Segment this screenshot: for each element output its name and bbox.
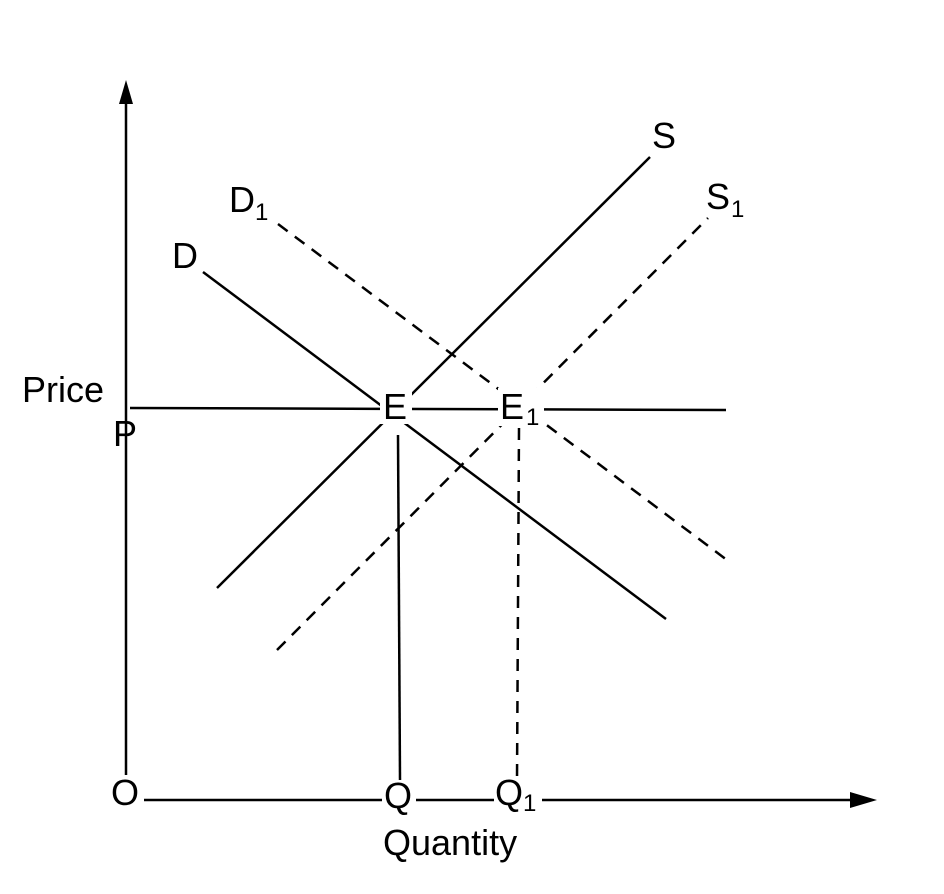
y-axis-label: Price	[22, 369, 104, 410]
supply-curve	[216, 156, 651, 589]
supply-label: S	[652, 115, 676, 156]
shifted-supply-curve	[276, 217, 709, 651]
quantity-q1-label-main: Q	[495, 772, 523, 813]
new-equilibrium-label-sub: 1	[526, 404, 539, 431]
y-axis-arrow-icon	[119, 80, 133, 104]
new-equilibrium-label: E 1	[500, 386, 539, 431]
shifted-demand-label-main: D	[229, 179, 255, 220]
quantity-q1-label: Q 1	[495, 772, 536, 817]
shifted-demand-label: D 1	[229, 179, 268, 226]
price-line	[129, 406, 727, 412]
x-axis-label: Quantity	[383, 822, 517, 863]
x-axis-arrow-icon	[850, 792, 877, 808]
origin-label: O	[111, 772, 139, 813]
shifted-supply-label: S 1	[706, 176, 744, 223]
shifted-supply-label-sub: 1	[731, 196, 744, 223]
equilibrium-label: E	[383, 386, 407, 427]
shifted-supply-label-main: S	[706, 176, 730, 217]
quantity-q-line	[396, 434, 402, 781]
quantity-q-label: Q	[384, 775, 412, 816]
demand-label: D	[172, 235, 198, 276]
new-equilibrium-label-main: E	[500, 386, 524, 427]
shifted-demand-label-sub: 1	[255, 199, 268, 226]
quantity-q1-line	[515, 427, 521, 781]
quantity-q1-label-sub: 1	[523, 790, 536, 817]
price-label: P	[113, 413, 137, 454]
demand-curve	[202, 270, 667, 621]
